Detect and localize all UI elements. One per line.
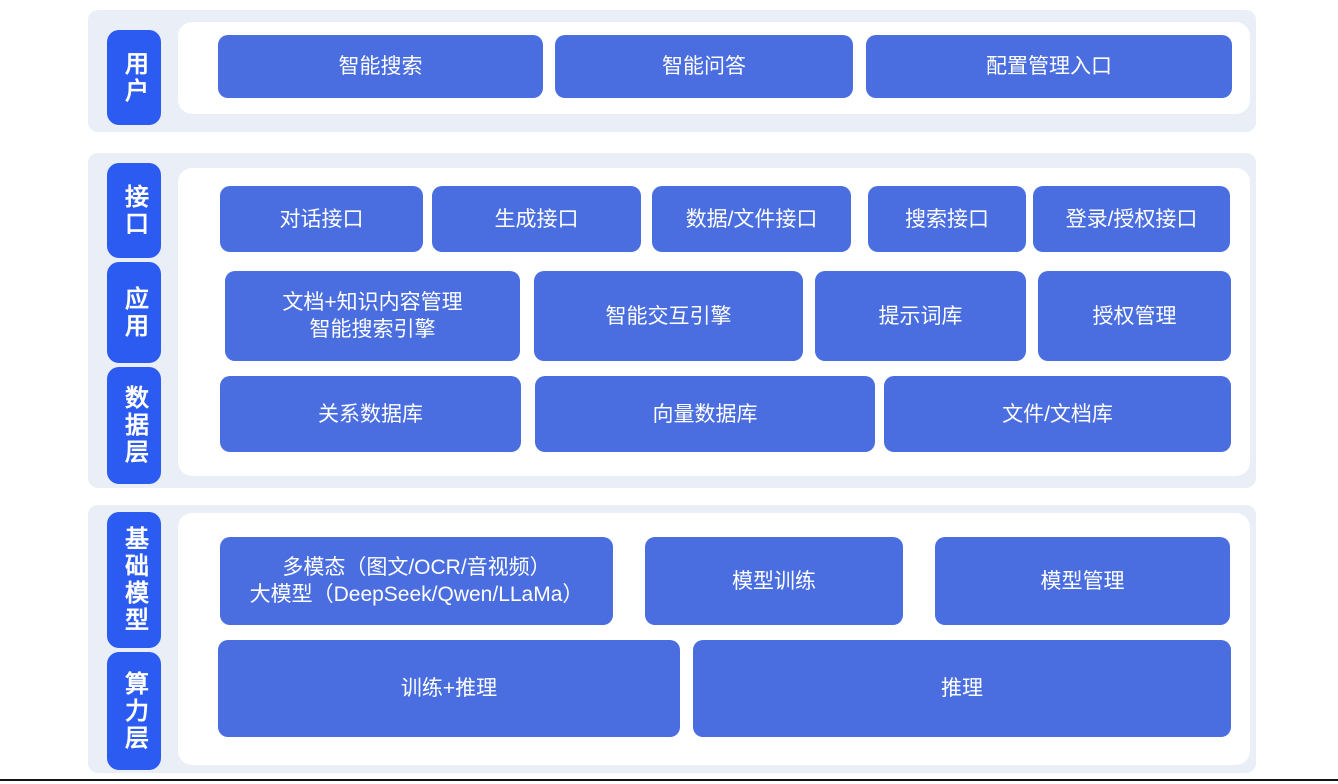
relational-db-button: 关系数据库: [220, 376, 521, 452]
search-api-button: 搜索接口: [868, 186, 1026, 252]
data-file-api-button: 数据/文件接口: [652, 186, 851, 252]
user-layer-panel: 智能搜索 智能问答 配置管理入口: [178, 22, 1250, 114]
multimodal-llm-button: 多模态（图文/OCR/音视频） 大模型（DeepSeek/Qwen/LLaMa）: [220, 537, 613, 625]
config-management-entry-button: 配置管理入口: [866, 35, 1232, 98]
doc-knowledge-line2: 智能搜索引擎: [309, 318, 436, 341]
layer-label-compute: 算力层: [107, 652, 161, 770]
dialog-api-button: 对话接口: [220, 186, 423, 252]
layer-label-interface: 接口: [107, 163, 161, 258]
multimodal-llm-line2: 大模型（DeepSeek/Qwen/LLaMa）: [249, 583, 584, 606]
model-training-button: 模型训练: [645, 537, 903, 625]
middle-layers-band: 接口 应用 数据层 对话接口 生成接口 数据/文件接口 搜索接口 登录/授权接口…: [88, 153, 1256, 488]
generation-api-button: 生成接口: [432, 186, 641, 252]
file-doc-store-button: 文件/文档库: [884, 376, 1231, 452]
layer-label-data: 数据层: [107, 367, 161, 484]
layer-label-foundation-model: 基础模型: [107, 512, 161, 648]
middle-layers-panel: 对话接口 生成接口 数据/文件接口 搜索接口 登录/授权接口 文档+知识内容管理…: [178, 168, 1250, 476]
prompt-library-button: 提示词库: [815, 271, 1026, 361]
bottom-layers-band: 基础模型 算力层 多模态（图文/OCR/音视频） 大模型（DeepSeek/Qw…: [88, 505, 1256, 773]
doc-knowledge-search-engine-button: 文档+知识内容管理 智能搜索引擎: [225, 271, 520, 361]
bottom-layers-panel: 多模态（图文/OCR/音视频） 大模型（DeepSeek/Qwen/LLaMa）…: [178, 513, 1250, 765]
inference-button: 推理: [693, 640, 1231, 737]
multimodal-llm-line1: 多模态（图文/OCR/音视频）: [282, 556, 551, 579]
auth-management-button: 授权管理: [1038, 271, 1231, 361]
layer-label-application: 应用: [107, 262, 161, 363]
user-layer-band: 用户 智能搜索 智能问答 配置管理入口: [88, 10, 1256, 132]
login-auth-api-button: 登录/授权接口: [1033, 186, 1230, 252]
training-inference-button: 训练+推理: [218, 640, 680, 737]
smart-search-button: 智能搜索: [218, 35, 543, 98]
doc-knowledge-line1: 文档+知识内容管理: [282, 291, 463, 314]
smart-qa-button: 智能问答: [555, 35, 853, 98]
interaction-engine-button: 智能交互引擎: [534, 271, 803, 361]
bottom-border-line: [0, 779, 1338, 781]
model-management-button: 模型管理: [935, 537, 1230, 625]
layer-label-user: 用户: [107, 30, 161, 125]
vector-db-button: 向量数据库: [535, 376, 875, 452]
